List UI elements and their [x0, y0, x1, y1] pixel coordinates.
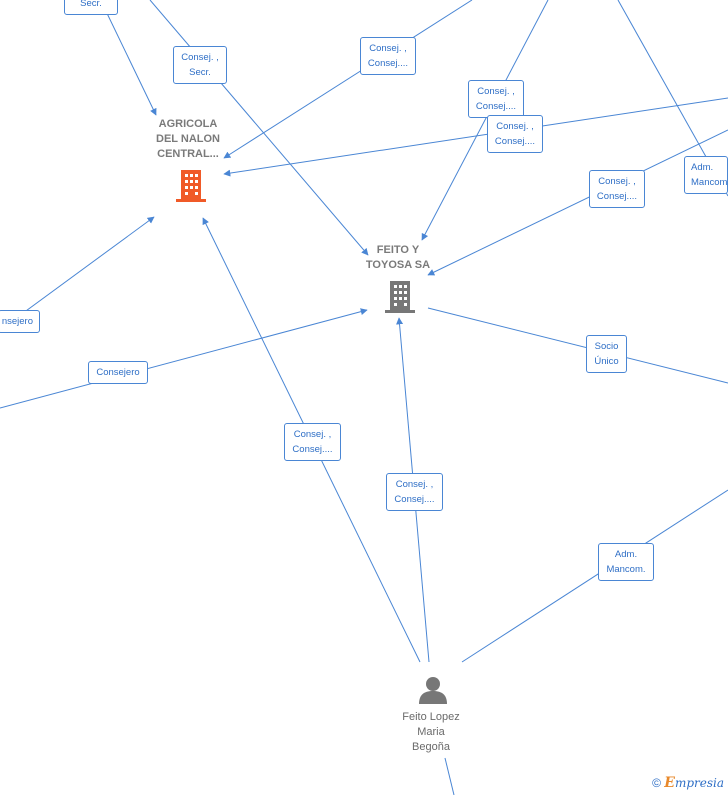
building-icon — [176, 170, 206, 202]
edge-label-consej: Consej. , Consej.... — [589, 170, 645, 208]
company-label-feito-toyosa[interactable]: FEITO Y TOYOSA SA — [365, 244, 431, 271]
edge-line — [427, 307, 728, 384]
copyright-symbol: © — [652, 776, 661, 790]
brand-logo: Empresia — [664, 775, 724, 791]
edge-label-adm-mancom: Adm. Mancom. — [598, 543, 654, 581]
edge-label-consej: Consej. , Consej.... — [487, 115, 543, 153]
edge-label-consej: Consej. , Consej.... — [386, 473, 443, 511]
edge-label-secr: Secr. — [64, 0, 118, 15]
edge-line — [102, 4, 157, 116]
edge-line — [444, 757, 455, 795]
edge-label-consej: Consej. , Consej.... — [360, 37, 416, 75]
edge-label-socio-unico: Socio Único — [586, 335, 627, 373]
edge-label-consej: Consej. , Consej.... — [284, 423, 341, 461]
edge-line — [0, 308, 368, 409]
edge-label-consejero: nsejero — [0, 310, 40, 333]
edge-line — [461, 489, 728, 663]
company-label-agricola[interactable]: AGRICOLA DEL NALON CENTRAL... — [156, 118, 220, 160]
edge-line — [149, 0, 369, 256]
person-icon — [419, 677, 447, 704]
edge-line — [223, 97, 728, 177]
edge-label-consej-secr: Consej. , Secr. — [173, 46, 227, 84]
edge-line — [223, 0, 473, 159]
edge-line — [427, 129, 728, 276]
person-label[interactable]: Feito Lopez Maria Begoña — [402, 711, 460, 753]
copyright-mark: © Empresia — [652, 775, 724, 791]
edge-label-consejero: Consejero — [88, 361, 148, 384]
edge-label-adm-mancom: Adm. Mancom. — [684, 156, 728, 194]
building-icon — [385, 281, 415, 313]
edge-label-consej: Consej. , Consej.... — [468, 80, 524, 118]
edge-line — [421, 0, 549, 241]
